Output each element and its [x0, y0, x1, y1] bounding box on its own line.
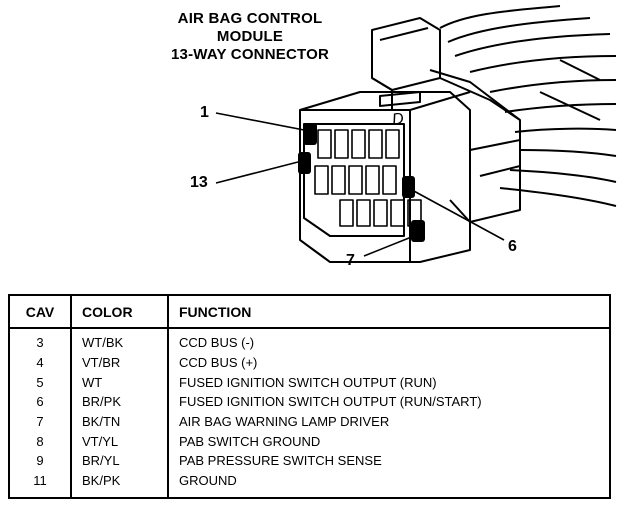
- header-function: FUNCTION: [168, 295, 610, 329]
- cell-function: GROUND: [179, 473, 237, 489]
- cell-color: VT/BR: [71, 352, 169, 373]
- cavity-13-marker: [298, 152, 311, 174]
- cell-cav: 4: [9, 352, 72, 373]
- callout-cavity-6: 6: [508, 238, 517, 255]
- connector-mark: D: [391, 110, 405, 129]
- cell-cav: 11: [9, 471, 72, 498]
- title-line-3: 13-WAY CONNECTOR: [171, 46, 329, 63]
- cell-color: WT/BK: [71, 328, 169, 353]
- cell-cav: 9: [9, 451, 72, 472]
- cavity-7-marker: [411, 220, 425, 242]
- diagram-title: AIR BAG CONTROL MODULE 13-WAY CONNECTOR: [150, 10, 350, 64]
- table-row: 8 VT/YL PAB SWITCH GROUND: [9, 431, 610, 452]
- header-cav: CAV: [9, 295, 72, 329]
- cavity-6-marker: [402, 176, 415, 198]
- cell-cav: 6: [9, 392, 72, 412]
- connector-drawing: D: [215, 5, 617, 263]
- table-row: 4 VT/BR CCD BUS (+): [9, 352, 610, 373]
- wire-bundle: [439, 5, 617, 207]
- cell-function: PAB SWITCH GROUND: [179, 433, 321, 449]
- table-row: 3 WT/BK CCD BUS (-): [9, 328, 610, 353]
- table-row: 5 WT FUSED IGNITION SWITCH OUTPUT (RUN): [9, 372, 610, 393]
- cell-color: WT: [71, 372, 169, 393]
- table-row: 7 BK/TN AIR BAG WARNING LAMP DRIVER: [9, 411, 610, 432]
- leader-line-6: [411, 189, 505, 241]
- cell-function: PAB PRESSURE SWITCH SENSE: [179, 453, 382, 469]
- cavity-1-marker: [303, 123, 317, 145]
- title-line-1: AIR BAG CONTROL: [177, 10, 323, 27]
- cell-function: AIR BAG WARNING LAMP DRIVER: [179, 414, 390, 430]
- cell-color: VT/YL: [71, 431, 169, 452]
- cell-function: FUSED IGNITION SWITCH OUTPUT (RUN/START): [179, 394, 482, 410]
- header-color: COLOR: [71, 295, 169, 329]
- table-header-row: CAV COLOR FUNCTION: [9, 295, 610, 329]
- table-row: 9 BR/YL PAB PRESSURE SWITCH SENSE: [9, 451, 610, 472]
- cell-color: BK/TN: [71, 411, 169, 432]
- callout-cavity-1: 1: [200, 104, 209, 121]
- table-row: 11 BK/PK GROUND: [9, 471, 610, 498]
- cell-function: CCD BUS (-): [179, 335, 255, 351]
- cell-cav: 7: [9, 411, 72, 432]
- callout-cavity-7: 7: [346, 252, 355, 269]
- table-row: 6 BR/PK FUSED IGNITION SWITCH OUTPUT (RU…: [9, 392, 610, 412]
- title-line-2: MODULE: [216, 28, 284, 45]
- leader-line-7: [363, 235, 415, 257]
- connector-body: [299, 91, 471, 263]
- cell-cav: 3: [9, 328, 72, 353]
- connector-rear-housing: [371, 17, 521, 223]
- cell-color: BR/YL: [71, 451, 169, 472]
- leader-line-13: [215, 161, 299, 184]
- pinout-table: CAV COLOR FUNCTION 3 WT/BK CCD BUS (-) 4…: [8, 294, 611, 499]
- cell-function: CCD BUS (+): [179, 354, 258, 370]
- cell-cav: 8: [9, 431, 72, 452]
- cell-function: FUSED IGNITION SWITCH OUTPUT (RUN): [179, 374, 437, 390]
- leader-line-1: [215, 112, 305, 131]
- cell-cav: 5: [9, 372, 72, 393]
- callout-cavity-13: 13: [190, 174, 208, 191]
- cell-color: BK/PK: [71, 471, 169, 498]
- cell-color: BR/PK: [71, 392, 169, 412]
